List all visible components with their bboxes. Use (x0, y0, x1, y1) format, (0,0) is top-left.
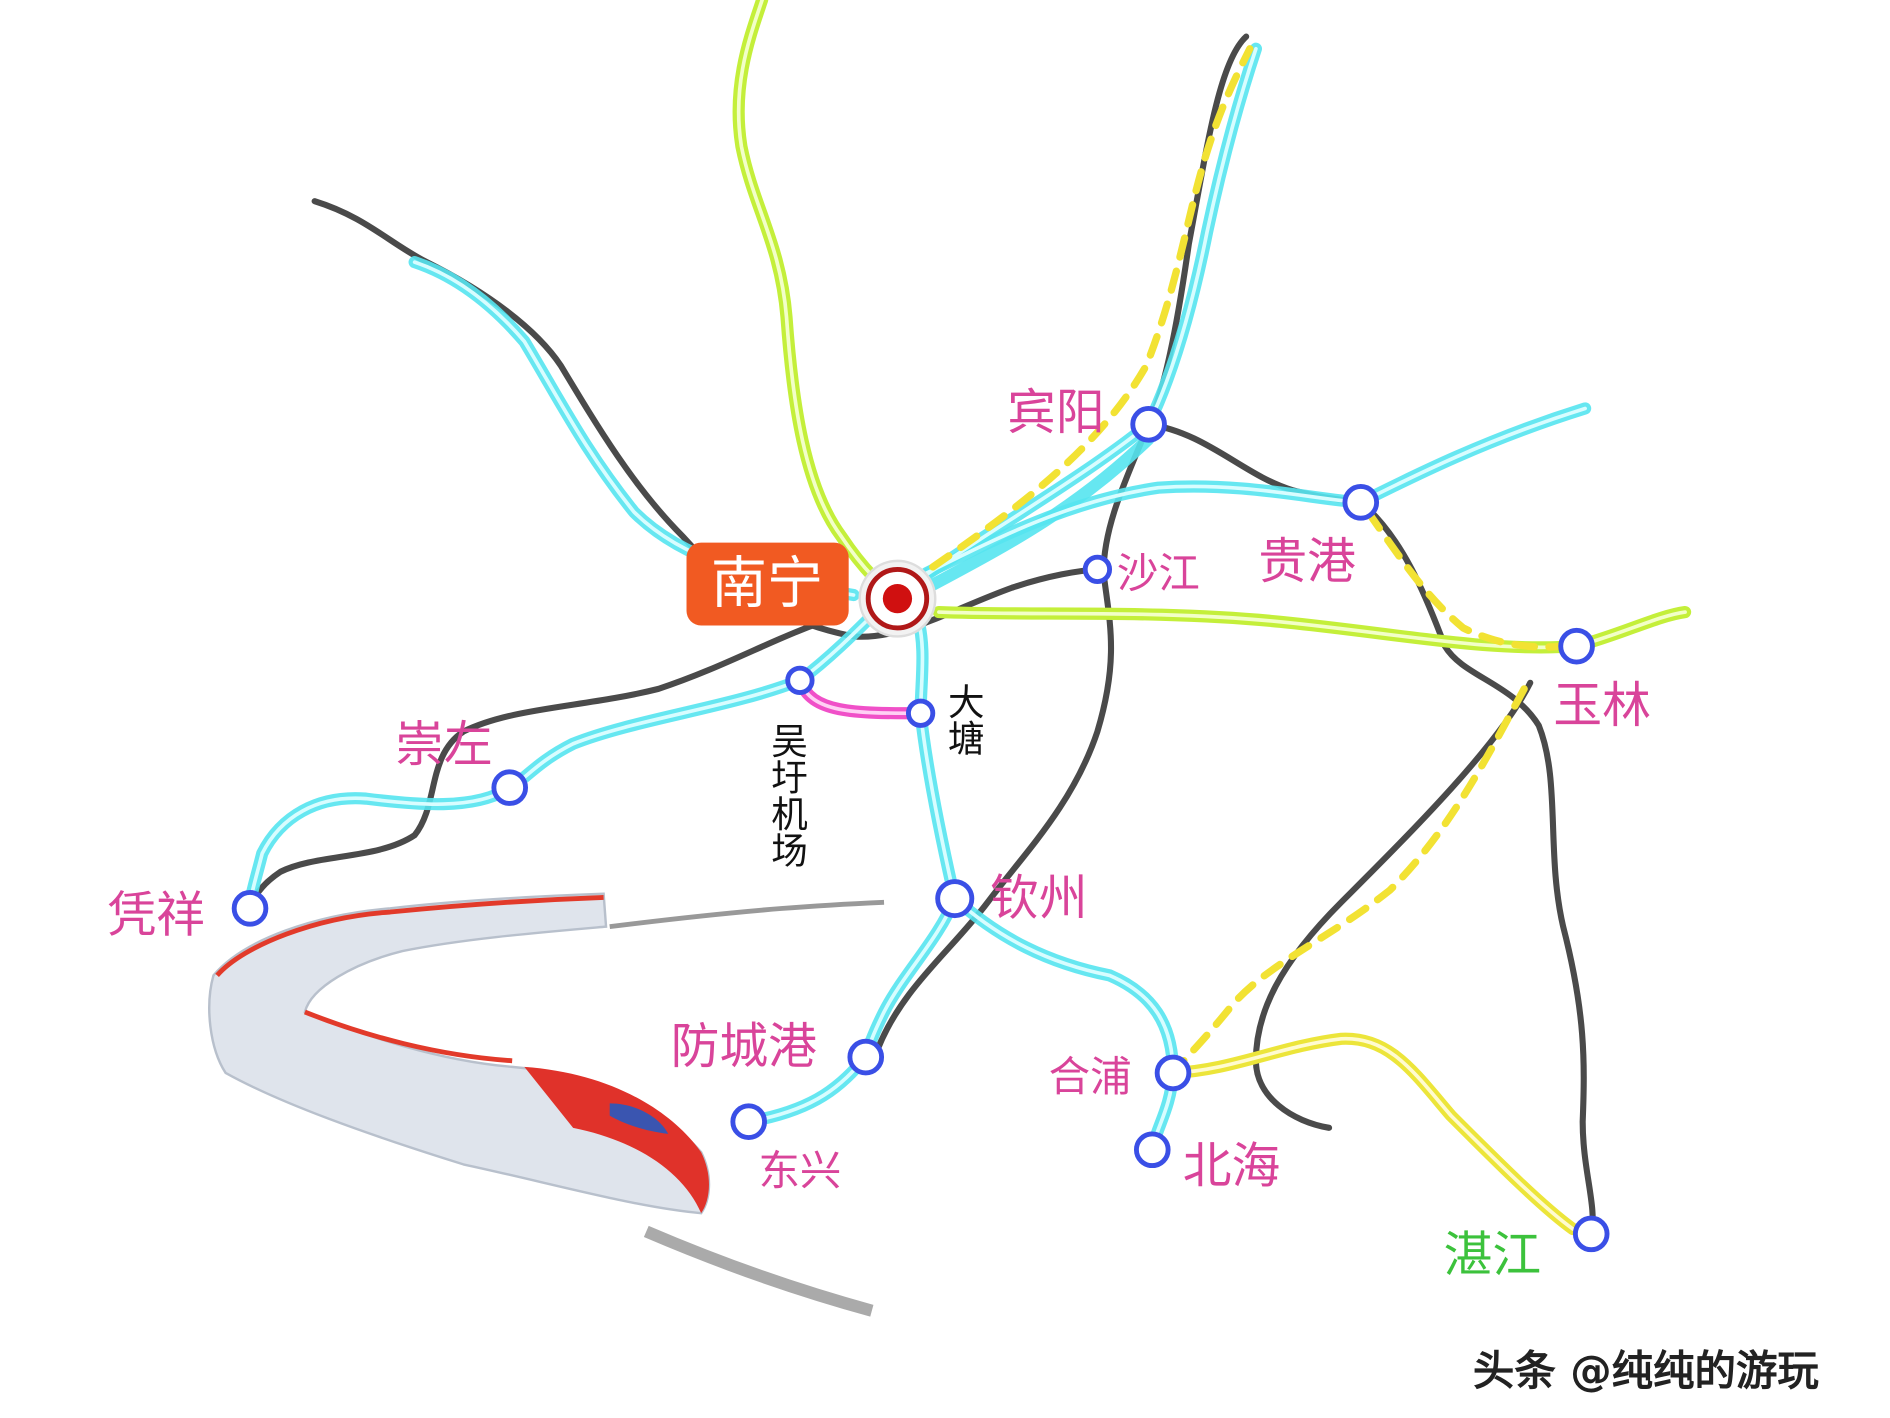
watermark: 头条 @纯纯的游玩 (1473, 1347, 1819, 1395)
station-yulin[interactable] (1558, 627, 1595, 665)
station-datang[interactable] (905, 698, 936, 728)
station-shajiang[interactable] (1082, 554, 1113, 585)
rail-line-gray-pingxiang (246, 612, 845, 912)
station-guigang[interactable] (1342, 484, 1380, 521)
station-dongxing[interactable] (730, 1103, 767, 1141)
rail-line-yellow-core (1171, 1036, 1575, 1231)
station-qinzhou[interactable] (935, 879, 975, 919)
train-track-far (609, 899, 885, 930)
rail-line-dashed-yulin-hepu (1169, 685, 1528, 1077)
label-yulin: 玉林 (1553, 677, 1651, 734)
cyan-core (924, 406, 1587, 575)
rail-line-dashed-binyang (929, 45, 1254, 571)
label-qinzhou: 钦州 (990, 869, 1088, 926)
station-hepu[interactable] (1154, 1054, 1192, 1092)
label-hepu: 合浦 (1049, 1053, 1132, 1101)
station-chongzuo[interactable] (491, 769, 529, 806)
hub-label-box (686, 542, 849, 626)
rail-line-cyan-beihai (948, 892, 1180, 1156)
cyan-core (952, 896, 1175, 1152)
label-chongzuo: 崇左 (395, 716, 493, 773)
label-beihai: 北海 (1183, 1138, 1281, 1195)
train-illustration (208, 892, 885, 1317)
rail-line-dashed-guigang-yulin (1364, 508, 1565, 651)
train-body (208, 892, 711, 1215)
hub-nanning[interactable]: 南宁 (686, 542, 937, 638)
label-guigang: 贵港 (1258, 533, 1356, 590)
hub-label: 南宁 (711, 551, 823, 616)
station-binyang[interactable] (1130, 406, 1167, 443)
train-red-nose (524, 1066, 709, 1214)
train-red-stripe (215, 894, 604, 1064)
station-zhanjiang[interactable] (1572, 1215, 1610, 1253)
train-windshield (609, 1103, 669, 1134)
hub-marker-dot (882, 584, 913, 614)
station-beihai[interactable] (1133, 1131, 1171, 1169)
label-binyang: 宾阳 (1007, 384, 1105, 441)
label-fangchenggang: 防城港 (671, 1018, 817, 1075)
stations (231, 406, 1610, 1253)
station-wuxu[interactable] (785, 665, 815, 695)
train-track-near (643, 1225, 874, 1317)
cyan-core (912, 46, 1258, 585)
rail-line-lime (732, 0, 1692, 654)
label-wuxu-airport: 吴圩机场 (766, 722, 807, 868)
station-pingxiang[interactable] (231, 890, 269, 927)
rail-line-lime-core (736, 0, 1687, 650)
label-dongxing: 东兴 (758, 1147, 841, 1195)
rail-line-gray-zhanjiang (1145, 421, 1596, 1237)
label-shajiang: 沙江 (1117, 550, 1200, 598)
station-fangchenggang[interactable] (847, 1038, 885, 1076)
airport-link-line (793, 674, 927, 720)
label-datang: 大塘 (943, 683, 984, 756)
rail-line-yellow-hepu-zhanjiang (1166, 1032, 1580, 1236)
label-pingxiang: 凭祥 (107, 887, 205, 944)
label-zhanjiang: 湛江 (1444, 1227, 1542, 1284)
